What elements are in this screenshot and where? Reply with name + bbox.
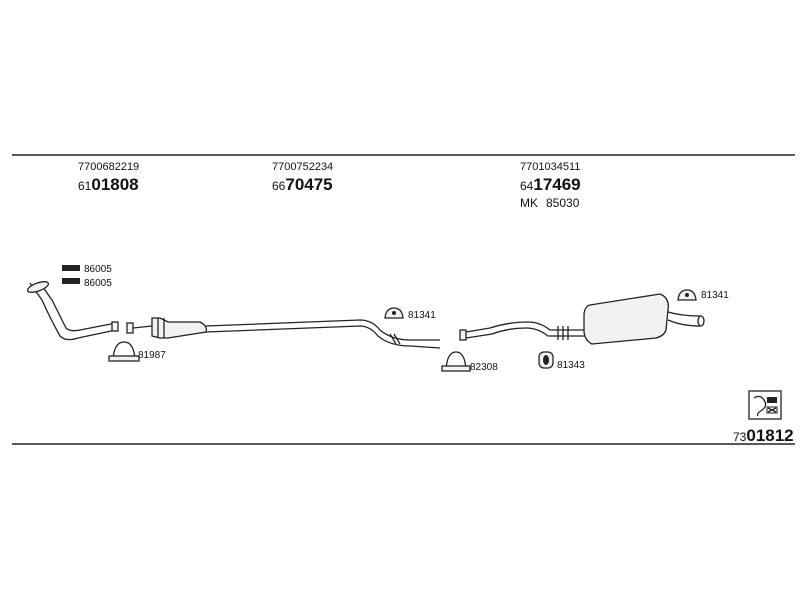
gasket-icon xyxy=(62,265,80,284)
gasket-callout-bottom: 86005 xyxy=(84,278,112,289)
hanger-icon xyxy=(384,307,404,319)
assembly-kit-icon xyxy=(748,390,782,420)
oem-number-front-pipe: 7700682219 xyxy=(78,161,139,173)
front-pipe-drawing xyxy=(26,281,119,341)
clamp-callout-front: 81987 xyxy=(138,350,166,361)
oem-number-rear-silencer: 7701034511 xyxy=(520,161,580,173)
gasket-callout-top: 86005 xyxy=(84,264,112,275)
part-number-middle-pipe: 6670475 xyxy=(272,175,333,194)
hanger-icon xyxy=(677,289,697,301)
assembly-part-number: 7301812 xyxy=(733,426,794,445)
oem-number-middle-pipe: 7700752234 xyxy=(272,161,333,173)
rear-silencer-drawing xyxy=(459,293,705,345)
rubber-mount-icon xyxy=(538,351,554,369)
part-number-front-pipe: 6101808 xyxy=(78,175,139,194)
hanger-callout-mid: 81341 xyxy=(408,310,436,321)
clamp-callout-mid: 82308 xyxy=(470,362,498,373)
hanger-callout-rear: 81341 xyxy=(701,290,729,301)
clamp-icon xyxy=(441,351,471,372)
middle-pipe-drawing xyxy=(126,317,441,349)
rubber-mount-callout: 81343 xyxy=(557,360,585,371)
clamp-icon xyxy=(108,341,140,362)
part-number-rear-silencer: 6417469 xyxy=(520,175,581,194)
